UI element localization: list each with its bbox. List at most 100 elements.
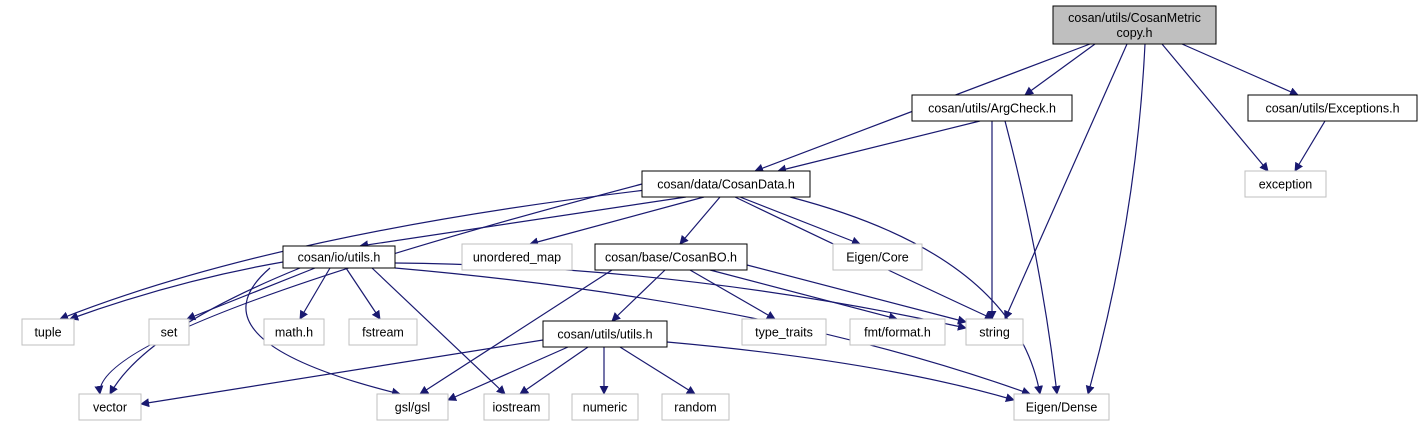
node-string: string [965, 318, 1024, 346]
node-box-tuple [21, 318, 75, 346]
node-box-iostream [483, 393, 550, 421]
edge-utilsutils-to-vector [140, 339, 544, 408]
nodes-layer: cosan/utils/CosanMetriccopy.hcosan/utils… [21, 5, 1418, 421]
node-box-eigendense [1013, 393, 1110, 421]
node-iostream: iostream [483, 393, 550, 421]
node-box-fmt [849, 318, 946, 346]
edge-ioutils-to-math [299, 267, 331, 320]
node-label-root-line2: copy.h [1117, 26, 1153, 40]
node-ioutils[interactable]: cosan/io/utils.h [282, 245, 396, 269]
node-label-numeric: numeric [583, 401, 627, 415]
edge-root-to-string [1004, 43, 1128, 320]
edge-cosandata-to-eigencore [739, 196, 861, 246]
node-unordered: unordered_map [461, 243, 573, 271]
node-exceptions[interactable]: cosan/utils/Exceptions.h [1247, 94, 1418, 122]
node-label-random: random [674, 401, 716, 415]
edge-cosanbo-to-typetraits [689, 269, 776, 320]
node-box-string [965, 318, 1024, 346]
edge-argcheck-to-eigendense [1004, 120, 1061, 395]
node-label-root-line1: cosan/utils/CosanMetric [1068, 11, 1201, 25]
edge-ioutils-to-eigendense [394, 267, 1031, 396]
edge-ioutils-to-set [186, 267, 316, 321]
node-box-numeric [571, 393, 639, 421]
node-cosanbo[interactable]: cosan/base/CosanBO.h [594, 243, 748, 271]
node-argcheck[interactable]: cosan/utils/ArgCheck.h [911, 94, 1073, 122]
edge-cosandata-to-vector [94, 183, 643, 395]
node-box-fstream [348, 318, 418, 346]
node-box-exception [1244, 170, 1327, 198]
edge-ioutils-to-gsl [245, 267, 401, 397]
node-label-string: string [979, 326, 1010, 340]
node-gsl: gsl/gsl [376, 393, 449, 421]
node-box-eigencore [832, 243, 923, 271]
node-box-set [148, 318, 190, 346]
node-label-exceptions: cosan/utils/Exceptions.h [1265, 102, 1399, 116]
edge-utilsutils-to-iostream [519, 346, 589, 395]
node-utilsutils[interactable]: cosan/utils/utils.h [542, 320, 668, 348]
edge-cosandata-to-unordered [529, 196, 705, 247]
edge-cosanbo-to-utilsutils [611, 269, 666, 322]
node-fmt: fmt/format.h [849, 318, 946, 346]
node-label-eigendense: Eigen/Dense [1026, 401, 1098, 415]
node-box-cosanbo [594, 243, 748, 271]
node-box-exceptions [1247, 94, 1418, 122]
node-label-cosanbo: cosan/base/CosanBO.h [605, 251, 737, 265]
edges-layer [59, 43, 1326, 408]
edge-ioutils-to-iostream [371, 267, 506, 395]
node-eigendense: Eigen/Dense [1013, 393, 1110, 421]
edge-cosanbo-to-string [746, 264, 967, 325]
node-exception: exception [1244, 170, 1327, 198]
edge-utilsutils-to-gsl [447, 346, 569, 401]
node-box-argcheck [911, 94, 1073, 122]
edge-cosanbo-to-gsl [419, 269, 613, 395]
edge-cosanbo-to-fmt [709, 269, 898, 322]
node-box-random [661, 393, 730, 421]
edge-ioutils-to-string [394, 262, 967, 331]
node-eigencore: Eigen/Core [832, 243, 923, 271]
node-box-math [263, 318, 325, 346]
node-box-typetraits [741, 318, 827, 346]
node-label-fstream: fstream [362, 326, 404, 340]
edge-utilsutils-to-random [619, 346, 696, 395]
node-box-vector [78, 393, 142, 421]
node-label-typetraits: type_traits [755, 326, 813, 340]
node-label-eigencore: Eigen/Core [846, 251, 909, 265]
edge-cosandata-to-eigendense [789, 196, 1043, 395]
edge-root-to-eigendense [1085, 43, 1146, 395]
node-vector: vector [78, 393, 142, 421]
edge-ioutils-to-fstream [345, 267, 381, 320]
edge-cosandata-to-tuple [59, 189, 647, 321]
node-label-utilsutils: cosan/utils/utils.h [557, 328, 652, 342]
node-fstream: fstream [348, 318, 418, 346]
node-label-argcheck: cosan/utils/ArgCheck.h [928, 102, 1056, 116]
node-box-ioutils [282, 245, 396, 269]
node-label-math: math.h [275, 326, 313, 340]
edge-root-to-exceptions [1181, 43, 1299, 96]
edge-cosandata-to-ioutils [359, 196, 687, 250]
edge-root-to-exception [1161, 43, 1269, 172]
node-label-ioutils: cosan/io/utils.h [298, 251, 381, 265]
node-label-vector: vector [93, 401, 127, 415]
node-cosandata[interactable]: cosan/data/CosanData.h [641, 170, 811, 198]
edge-utilsutils-to-eigendense [666, 341, 1015, 403]
node-label-iostream: iostream [493, 401, 541, 415]
node-set: set [148, 318, 190, 346]
node-box-utilsutils [542, 320, 668, 348]
node-box-root [1052, 5, 1217, 45]
node-tuple: tuple [21, 318, 75, 346]
node-box-cosandata [641, 170, 811, 198]
node-box-unordered [461, 243, 573, 271]
node-label-gsl: gsl/gsl [395, 401, 430, 415]
node-label-tuple: tuple [34, 326, 61, 340]
edge-root-to-argcheck [1024, 43, 1096, 96]
edge-ioutils-to-tuple [69, 261, 284, 321]
node-label-cosandata: cosan/data/CosanData.h [657, 178, 795, 192]
node-random: random [661, 393, 730, 421]
node-label-fmt: fmt/format.h [864, 326, 931, 340]
node-typetraits: type_traits [741, 318, 827, 346]
edge-argcheck-to-cosandata [777, 120, 981, 174]
node-label-set: set [161, 326, 178, 340]
node-box-gsl [376, 393, 449, 421]
